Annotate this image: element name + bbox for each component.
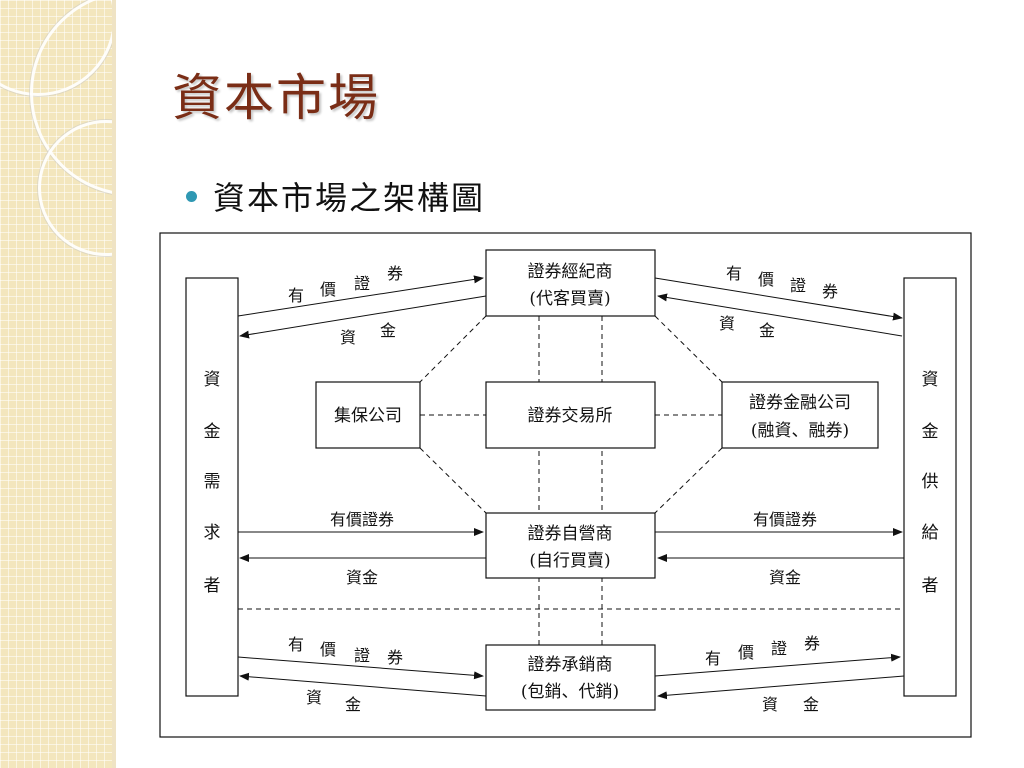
flow-label-securities: 證 xyxy=(354,274,370,293)
flow-label-securities: 價 xyxy=(320,640,336,659)
fund-demander-char: 需 xyxy=(204,472,221,492)
dealer-box xyxy=(485,512,656,579)
underwriter-name: 證券承銷商 xyxy=(528,655,613,675)
flow-label-securities: 價 xyxy=(758,270,774,289)
flow-label-funds: 金 xyxy=(803,695,819,714)
fund-demander-char: 求 xyxy=(204,523,221,543)
fund-supplier-char: 金 xyxy=(922,422,939,442)
flow-label-funds: 金 xyxy=(759,321,775,340)
bullet-item: 資本市場之架構圖 xyxy=(186,176,486,217)
flow-label-funds: 資 xyxy=(762,695,778,714)
flow-arrows xyxy=(237,275,905,700)
flow-label-funds: 金 xyxy=(345,695,361,714)
dashed-connections xyxy=(238,315,904,645)
flow-label-securities: 有 xyxy=(726,264,742,283)
flow-label-funds: 金 xyxy=(380,321,396,340)
custody-box xyxy=(315,381,421,449)
bullet-text: 資本市場之架構圖 xyxy=(213,179,486,217)
capital-market-diagram: 資 金 需 求 者 資 金 供 給 者 證券經紀商 (代客買賣) 集保公司 證券… xyxy=(159,232,972,738)
sidebar-edge xyxy=(112,0,116,768)
broker-role: (代客買賣) xyxy=(529,289,610,309)
flow-label-funds: 資 xyxy=(340,328,356,347)
flow-label-funds: 資 xyxy=(719,314,735,333)
dealer-name: 證券自營商 xyxy=(528,524,613,544)
broker-box xyxy=(485,249,656,317)
fund-supplier-char: 者 xyxy=(922,576,939,596)
flow-label-securities: 證 xyxy=(771,639,787,658)
flow-label-securities: 券 xyxy=(387,648,403,667)
flow-label-funds: 資金 xyxy=(769,568,801,587)
broker-name: 證券經紀商 xyxy=(528,262,613,282)
flow-label-securities: 有 xyxy=(705,649,721,668)
finance-role: (融資、融券) xyxy=(751,421,849,441)
flow-label-securities: 有 xyxy=(288,635,304,654)
fund-supplier-char: 給 xyxy=(922,523,939,543)
fund-supplier-char: 供 xyxy=(922,472,939,492)
fund-demander-char: 金 xyxy=(204,422,221,442)
custody-name: 集保公司 xyxy=(334,406,402,426)
flow-label-securities: 券 xyxy=(387,264,403,283)
fund-supplier-box xyxy=(903,277,957,697)
underwriter-role: (包銷、代銷) xyxy=(521,682,619,702)
flow-label-funds: 資金 xyxy=(346,568,378,587)
flow-label-securities: 券 xyxy=(804,634,820,653)
flow-label-securities: 券 xyxy=(822,282,838,301)
flow-label-securities: 價 xyxy=(320,280,336,299)
fund-demander-label: 資 金 需 求 者 xyxy=(204,370,221,596)
finance-box xyxy=(721,381,879,449)
flow-label-securities: 價 xyxy=(738,643,754,662)
bullet-dot-icon xyxy=(186,190,197,202)
flow-label-securities: 證 xyxy=(354,646,370,665)
finance-name: 證券金融公司 xyxy=(749,393,851,413)
flow-label-securities: 有價證券 xyxy=(330,510,394,529)
fund-demander-char: 資 xyxy=(204,370,221,390)
flow-label-securities: 證 xyxy=(790,276,806,295)
exchange-box xyxy=(485,381,656,449)
flow-label-funds: 資 xyxy=(306,688,322,707)
page-title: 資本市場 xyxy=(172,69,380,127)
sidebar-decoration xyxy=(0,0,112,768)
dealer-role: (自行買賣) xyxy=(529,551,610,571)
underwriter-box xyxy=(485,644,656,711)
fund-demander-box xyxy=(185,277,239,697)
fund-demander-char: 者 xyxy=(204,576,221,596)
fund-supplier-label: 資 金 供 給 者 xyxy=(922,370,939,596)
exchange-name: 證券交易所 xyxy=(528,406,613,426)
fund-supplier-char: 資 xyxy=(922,370,939,390)
flow-label-securities: 有價證券 xyxy=(753,510,817,529)
flow-label-securities: 有 xyxy=(288,286,304,305)
